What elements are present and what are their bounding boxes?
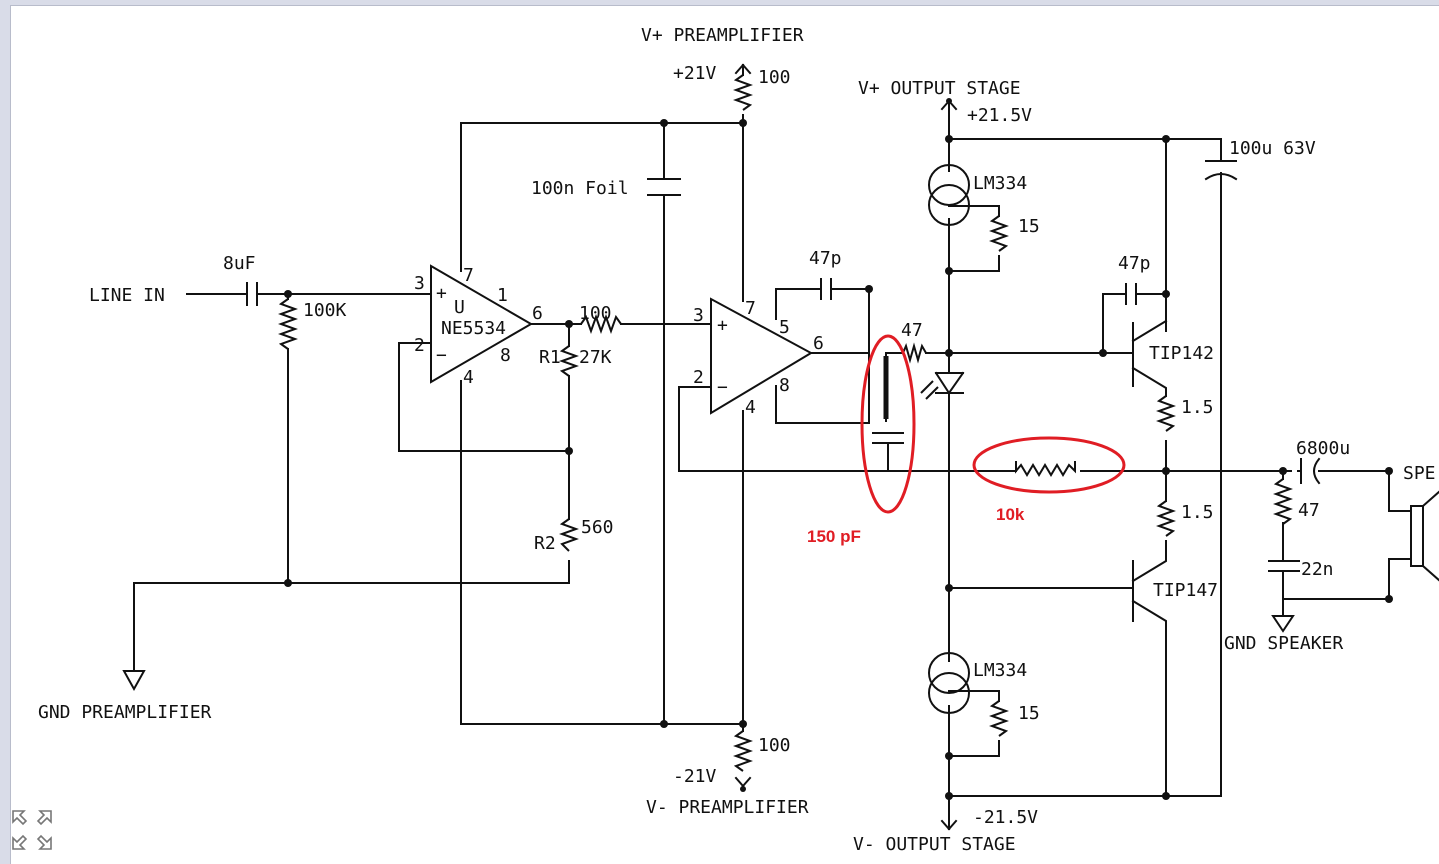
label-6800u: 6800u <box>1296 438 1350 459</box>
lm334-top-symbol <box>928 164 970 226</box>
label-100n-foil: 100n Foil <box>531 178 629 199</box>
pin-7-a: 7 <box>463 265 474 286</box>
label-r-top-100: 100 <box>758 67 791 88</box>
opamp1-minus: − <box>436 345 447 366</box>
schematic-diagram: V+ PREAMPLIFIER +21V 100 V+ OUTPUT STAGE… <box>38 25 1439 855</box>
label-100k: 100K <box>303 300 347 321</box>
label-r47-base: 47 <box>901 320 923 341</box>
label-8uf: 8uF <box>223 253 256 274</box>
label-v-minus-output-stage: V- OUTPUT STAGE <box>853 834 1016 855</box>
label-47p-b: 47p <box>1118 253 1151 274</box>
pin-7-b: 7 <box>745 298 756 319</box>
capacitor-highlight-ellipse <box>860 334 916 514</box>
pin-8-b: 8 <box>779 375 790 396</box>
red-annotations <box>860 334 1126 514</box>
label-15-top: 15 <box>1018 216 1040 237</box>
label-gnd-speaker: GND SPEAKER <box>1224 633 1343 654</box>
label-r2: R2 <box>534 533 556 554</box>
pin-5-b: 5 <box>779 317 790 338</box>
image-frame: V+ PREAMPLIFIER +21V 100 V+ OUTPUT STAGE… <box>10 5 1439 864</box>
pin-2-a: 2 <box>414 335 425 356</box>
label-100u-63v: 100u 63V <box>1229 138 1316 159</box>
opamp1-plus: + <box>436 283 447 304</box>
label-v-minus-preamplifier: V- PREAMPLIFIER <box>646 797 809 818</box>
label-r100-mid: 100 <box>579 303 612 324</box>
annotation-150pf: 150 pF <box>807 527 861 546</box>
label-ne5534: NE5534 <box>441 318 506 339</box>
opamp2-plus: + <box>717 315 728 336</box>
pin-8-a: 8 <box>500 345 511 366</box>
pin-3-a: 3 <box>414 273 425 294</box>
label-minus-21v: -21V <box>673 766 717 787</box>
label-v-plus-preamplifier: V+ PREAMPLIFIER <box>641 25 804 46</box>
label-speaker: SPE <box>1403 463 1436 484</box>
label-15-bottom: 15 <box>1018 703 1040 724</box>
pin-3-b: 3 <box>693 305 704 326</box>
led-arrows <box>920 380 939 400</box>
label-lm334-bottom: LM334 <box>973 660 1027 681</box>
label-gnd-preamplifier: GND PREAMPLIFIER <box>38 702 212 723</box>
label-47p-a: 47p <box>809 248 842 269</box>
label-560: 560 <box>581 517 614 538</box>
pin-2-b: 2 <box>693 367 704 388</box>
pin-1-a: 1 <box>497 285 508 306</box>
label-r47-zobel: 47 <box>1298 500 1320 521</box>
resistor-highlight-ellipse <box>972 436 1126 494</box>
label-r1-5-b: 1.5 <box>1181 502 1214 523</box>
opamp1-u: U <box>454 297 465 318</box>
foil-capacitor <box>647 178 681 196</box>
label-r-bottom-100: 100 <box>758 735 791 756</box>
pin-6-a: 6 <box>532 303 543 324</box>
pin-6-b: 6 <box>813 333 824 354</box>
label-tip147: TIP147 <box>1153 580 1218 601</box>
resistors <box>278 74 1293 772</box>
pin-4-b: 4 <box>745 397 756 418</box>
opamp2-minus: − <box>717 377 728 398</box>
label-22n: 22n <box>1301 559 1334 580</box>
pin-4-a: 4 <box>463 367 474 388</box>
label-line-in: LINE IN <box>89 285 165 306</box>
label-plus-21v: +21V <box>673 63 717 84</box>
wires <box>122 63 1439 831</box>
label-minus-21-5v: -21.5V <box>973 807 1038 828</box>
label-lm334-top: LM334 <box>973 173 1027 194</box>
expand-icon-glyph <box>12 810 52 850</box>
label-v-plus-output-stage: V+ OUTPUT STAGE <box>858 78 1021 99</box>
annotation-10k: 10k <box>996 505 1025 524</box>
label-27k: 27K <box>579 347 612 368</box>
label-r1-5-a: 1.5 <box>1181 397 1214 418</box>
label-r1: R1 <box>539 347 561 368</box>
expand-icon[interactable] <box>10 808 54 852</box>
label-tip142: TIP142 <box>1149 343 1214 364</box>
junction-dots <box>284 98 1393 800</box>
lm334-bottom-symbol <box>928 652 970 714</box>
label-plus-21-5v: +21.5V <box>967 105 1032 126</box>
